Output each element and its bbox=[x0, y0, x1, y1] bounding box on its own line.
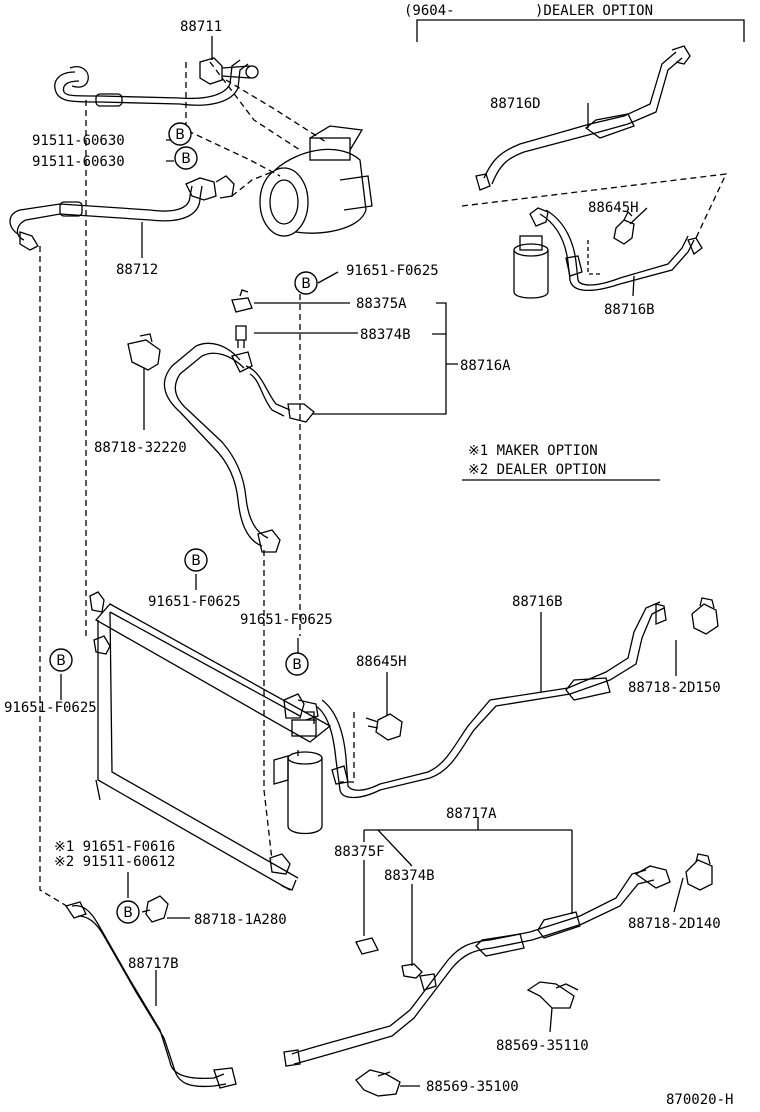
label-88716D: 88716D bbox=[490, 96, 541, 112]
label-88375F: 88375F bbox=[334, 844, 385, 860]
callout-b-7: B bbox=[116, 900, 140, 924]
dealer-option-bracket bbox=[416, 19, 745, 42]
label-88718-2D150: 88718-2D150 bbox=[628, 680, 721, 696]
fitting-88374B-top bbox=[235, 325, 247, 348]
label-option-2: ※2 91511-60612 bbox=[54, 854, 175, 870]
callout-markers: B B B B B B B bbox=[49, 122, 318, 924]
receiver-dryer-dealer bbox=[513, 207, 549, 299]
leader-dash-91651-top bbox=[297, 294, 301, 760]
pressure-switch-88645H-top bbox=[613, 210, 635, 245]
label-88716B-mid: 88716B bbox=[512, 594, 563, 610]
label-91651-top: 91651-F0625 bbox=[346, 263, 439, 279]
label-88645H-top: 88645H bbox=[588, 200, 639, 216]
hose-88716A bbox=[163, 342, 315, 553]
callout-b-3: B bbox=[294, 271, 318, 295]
label-91511-60630-b: 91511-60630 bbox=[32, 154, 125, 170]
label-88712: 88712 bbox=[116, 262, 158, 278]
pressure-switch-88645H-mid bbox=[365, 713, 403, 741]
label-88569-35110: 88569-35110 bbox=[496, 1038, 589, 1054]
label-88374B-top: 88374B bbox=[360, 327, 411, 343]
svg-text:B: B bbox=[191, 553, 201, 569]
callout-b-6: B bbox=[49, 648, 73, 672]
label-91651-left: 91651-F0625 bbox=[4, 700, 97, 716]
legend-dealer-option: ※2 DEALER OPTION bbox=[468, 462, 606, 478]
label-88718-1A280: 88718-1A280 bbox=[194, 912, 287, 928]
fitting-88374B-bottom bbox=[401, 963, 437, 991]
label-88717A: 88717A bbox=[446, 806, 497, 822]
label-88374B-bottom: 88374B bbox=[384, 868, 435, 884]
header-range: (9604- bbox=[404, 3, 455, 19]
leader-dash-91651-mid bbox=[263, 550, 273, 861]
hose-88716B-main bbox=[315, 601, 667, 799]
part-labels: (9604- )DEALER OPTION 88711 91511-60630 … bbox=[4, 3, 733, 1108]
header-dealer-option: )DEALER OPTION bbox=[535, 3, 653, 19]
fitting-88375A bbox=[231, 289, 253, 313]
label-91651-mid: 91651-F0625 bbox=[148, 594, 241, 610]
bracket-88718-32220 bbox=[127, 333, 161, 371]
callout-b-4: B bbox=[184, 548, 208, 572]
dealer-option-dashes bbox=[461, 173, 728, 239]
label-option-1: ※1 91651-F0616 bbox=[54, 839, 175, 855]
callout-b-1: B bbox=[168, 122, 192, 146]
callout-b-2: B bbox=[174, 146, 198, 170]
hose-88711 bbox=[54, 57, 259, 107]
callout-b-5: B bbox=[285, 652, 309, 676]
label-88716A: 88716A bbox=[460, 358, 511, 374]
leader-lines bbox=[60, 36, 684, 1087]
svg-text:B: B bbox=[292, 657, 302, 673]
hose-88716D bbox=[475, 45, 691, 191]
label-88717B: 88717B bbox=[128, 956, 179, 972]
svg-text:B: B bbox=[56, 653, 66, 669]
hose-88717A bbox=[283, 865, 671, 1067]
label-88718-32220: 88718-32220 bbox=[94, 440, 187, 456]
leader-dashes-top bbox=[39, 61, 327, 909]
hose-88717B bbox=[64, 901, 237, 1089]
svg-text:B: B bbox=[301, 276, 311, 292]
switch-leader-dash bbox=[340, 712, 355, 783]
label-91651-cond: 91651-F0625 bbox=[240, 612, 333, 628]
plug-88718-2D150 bbox=[691, 597, 719, 635]
plug-88718-2D140 bbox=[685, 853, 713, 891]
label-88716B-top: 88716B bbox=[604, 302, 655, 318]
bracket-88718-1A280 bbox=[145, 895, 169, 923]
svg-text:B: B bbox=[175, 127, 185, 143]
hose-88712 bbox=[9, 175, 235, 251]
compressor bbox=[259, 125, 373, 237]
dealer-switch-dash bbox=[587, 240, 600, 275]
label-88718-2D140: 88718-2D140 bbox=[628, 916, 721, 932]
svg-text:B: B bbox=[181, 151, 191, 167]
svg-text:B: B bbox=[123, 905, 133, 921]
label-88711: 88711 bbox=[180, 19, 222, 35]
legend-maker-option: ※1 MAKER OPTION bbox=[468, 443, 598, 459]
hose-88716B-dealer bbox=[539, 209, 703, 291]
label-88569-35100: 88569-35100 bbox=[426, 1079, 519, 1095]
label-88645H-mid: 88645H bbox=[356, 654, 407, 670]
clamp-88569-35100 bbox=[355, 1069, 401, 1097]
receiver-dryer-main bbox=[273, 693, 323, 835]
fitting-88375F bbox=[355, 937, 379, 955]
clamp-88569-35110 bbox=[526, 981, 579, 1009]
label-88375A: 88375A bbox=[356, 296, 407, 312]
label-91511-60630-a: 91511-60630 bbox=[32, 133, 125, 149]
figure-code: 870020-H bbox=[666, 1092, 733, 1108]
